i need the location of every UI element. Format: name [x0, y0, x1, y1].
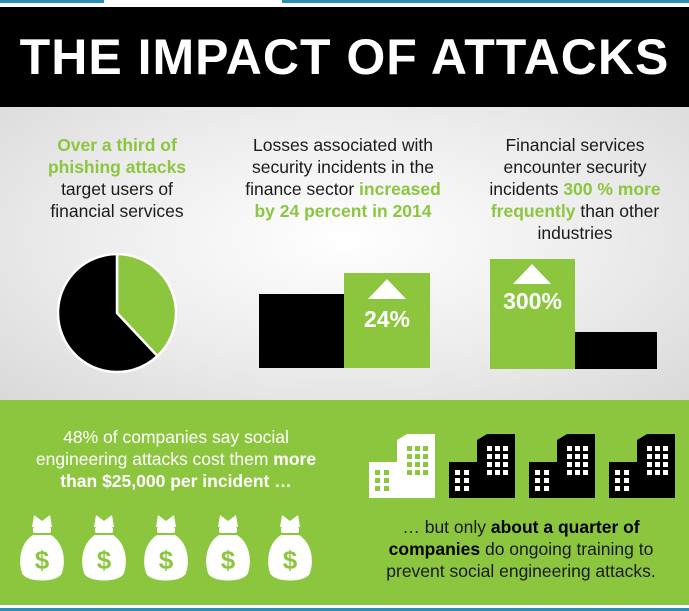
pie-slice-1 — [57, 253, 160, 373]
training-text: … but only — [402, 517, 491, 537]
stat-phishing: Over a third of phishing attacks target … — [22, 134, 212, 222]
frequency-percent-label: 300% — [503, 288, 562, 314]
stat-highlight: 300 % more — [563, 179, 661, 199]
phishing-pie-chart — [57, 253, 177, 373]
training-statement: … but only about a quarter of companies … — [366, 516, 676, 582]
stat-text: finance sector — [245, 179, 360, 199]
money-bag-icon: $ — [82, 515, 126, 581]
cost-text: engineering attacks cost them — [35, 449, 274, 469]
stat-highlight: Over a third of — [57, 135, 177, 155]
cost-highlight: more — [273, 449, 317, 469]
loss-bar-before — [259, 294, 344, 368]
stat-text: encounter security — [503, 157, 647, 177]
arrow-up-icon — [368, 279, 406, 299]
page-title: THE IMPACT OF ATTACKS — [19, 29, 670, 85]
dollar-sign: $ — [159, 545, 174, 575]
social-engineering-section: 48% of companies say social engineering … — [0, 400, 689, 605]
stat-text: industries — [537, 223, 613, 243]
money-bag-icon: $ — [144, 515, 188, 581]
cost-highlight: than $25,000 per incident … — [60, 471, 292, 491]
stat-text: than other — [575, 201, 660, 221]
building-icon — [449, 434, 515, 498]
arrow-up-icon — [513, 264, 551, 284]
header-banner: THE IMPACT OF ATTACKS — [0, 7, 689, 107]
buildings — [369, 434, 675, 498]
cost-statement: 48% of companies say social engineering … — [20, 426, 332, 492]
building-icon — [529, 434, 595, 498]
cost-text: 48% of companies say social — [63, 427, 289, 447]
stat-text: financial services — [50, 201, 184, 221]
stat-highlight: by 24 percent in 2014 — [254, 201, 432, 221]
money-bags: $ $ $ $ $ — [20, 515, 312, 581]
stat-text: security incidents in the — [252, 157, 434, 177]
dollar-sign: $ — [221, 545, 236, 575]
stat-highlight: increased — [359, 179, 441, 199]
loss-percent-label: 24% — [363, 306, 411, 332]
stat-highlight: phishing attacks — [47, 157, 187, 177]
training-text: do ongoing training to — [480, 539, 654, 559]
dollar-sign: $ — [97, 545, 112, 575]
stat-text: Losses associated with — [253, 135, 433, 155]
money-bag-icon: $ — [268, 515, 312, 581]
training-text: prevent social engineering attacks. — [386, 561, 656, 581]
training-highlight: companies — [388, 539, 481, 559]
pie-slice-0 — [115, 253, 177, 358]
training-highlight: about a quarter of — [490, 517, 640, 537]
stats-section: Over a third of phishing attacks target … — [0, 107, 689, 400]
money-bag-icon: $ — [20, 515, 64, 581]
bottom-strip — [0, 605, 689, 611]
top-strip — [0, 0, 689, 4]
dollar-sign: $ — [283, 545, 298, 575]
money-bag-icon: $ — [206, 515, 250, 581]
stat-text: incidents — [489, 179, 564, 199]
stat-text: Financial services — [505, 135, 645, 155]
frequency-bar-other — [575, 332, 657, 369]
stat-frequency: Financial services encounter security in… — [470, 134, 680, 244]
stat-highlight: frequently — [490, 201, 576, 221]
stat-losses: Losses associated with security incident… — [232, 134, 454, 222]
dollar-sign: $ — [35, 545, 50, 575]
stat-text: target users of — [61, 179, 173, 199]
building-icon — [369, 434, 435, 498]
building-icon — [609, 434, 675, 498]
